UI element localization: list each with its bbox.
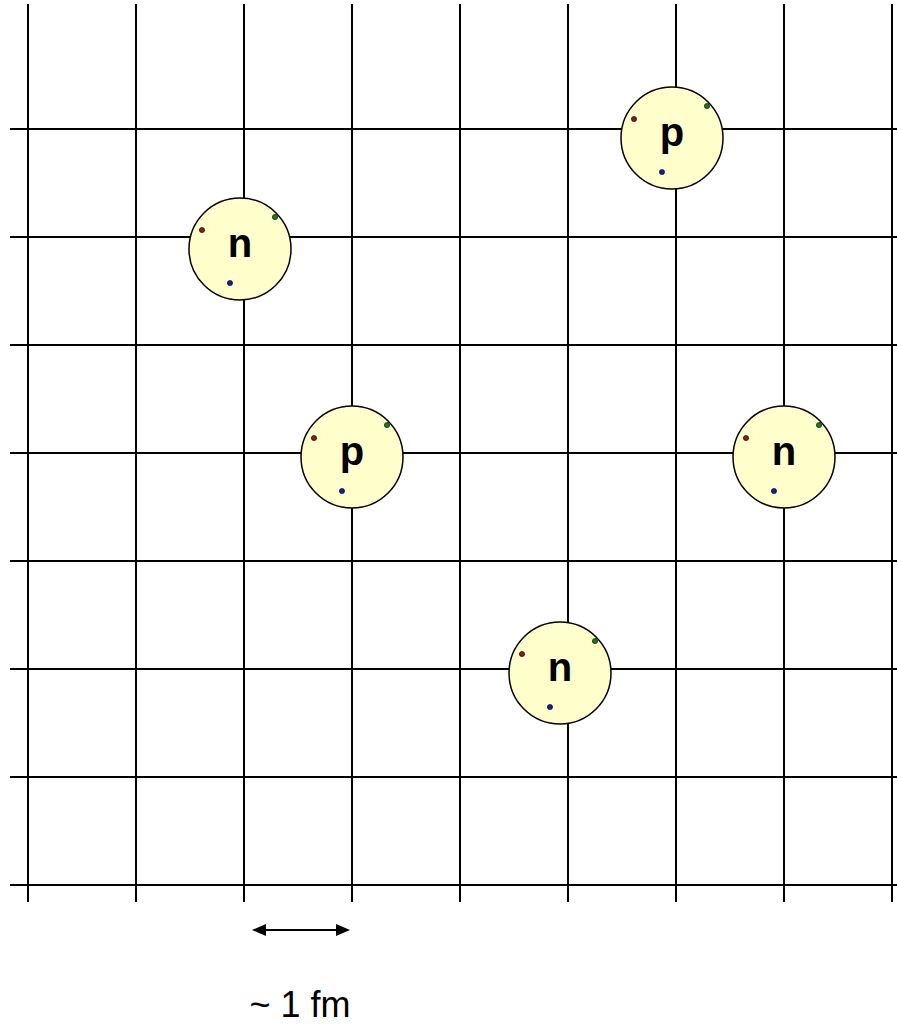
quark-dot [227,280,232,285]
quark-dot [659,169,664,174]
quark-dot [339,488,344,493]
nucleon-letter: p [300,431,404,471]
nucleon-circle: n [732,405,836,509]
quark-dot [704,103,709,108]
nucleon-circle: p [620,86,724,190]
nucleon-letter: n [732,431,836,471]
nucleon-letter: n [508,647,612,687]
quark-dot [771,488,776,493]
quark-dot [631,116,636,121]
quark-dot [311,435,316,440]
quark-dot [547,704,552,709]
scale-label: ~ 1 fm [249,984,350,1026]
quark-dot [743,435,748,440]
nucleon-body [509,622,611,724]
quark-dot [384,422,389,427]
quark-dot [519,651,524,656]
scale-arrow [252,924,350,936]
nucleon-letter: p [620,112,724,152]
nucleon-circle: n [188,197,292,301]
nucleon-body [189,198,291,300]
quark-dot [272,214,277,219]
nucleon-letter: n [188,223,292,263]
nucleon-body [301,406,403,508]
nucleon-body [621,87,723,189]
nucleon-body [733,406,835,508]
quark-dot [199,227,204,232]
nucleon-circle: n [508,621,612,725]
nucleon-circle: p [300,405,404,509]
quark-dot [592,638,597,643]
quark-dot [816,422,821,427]
